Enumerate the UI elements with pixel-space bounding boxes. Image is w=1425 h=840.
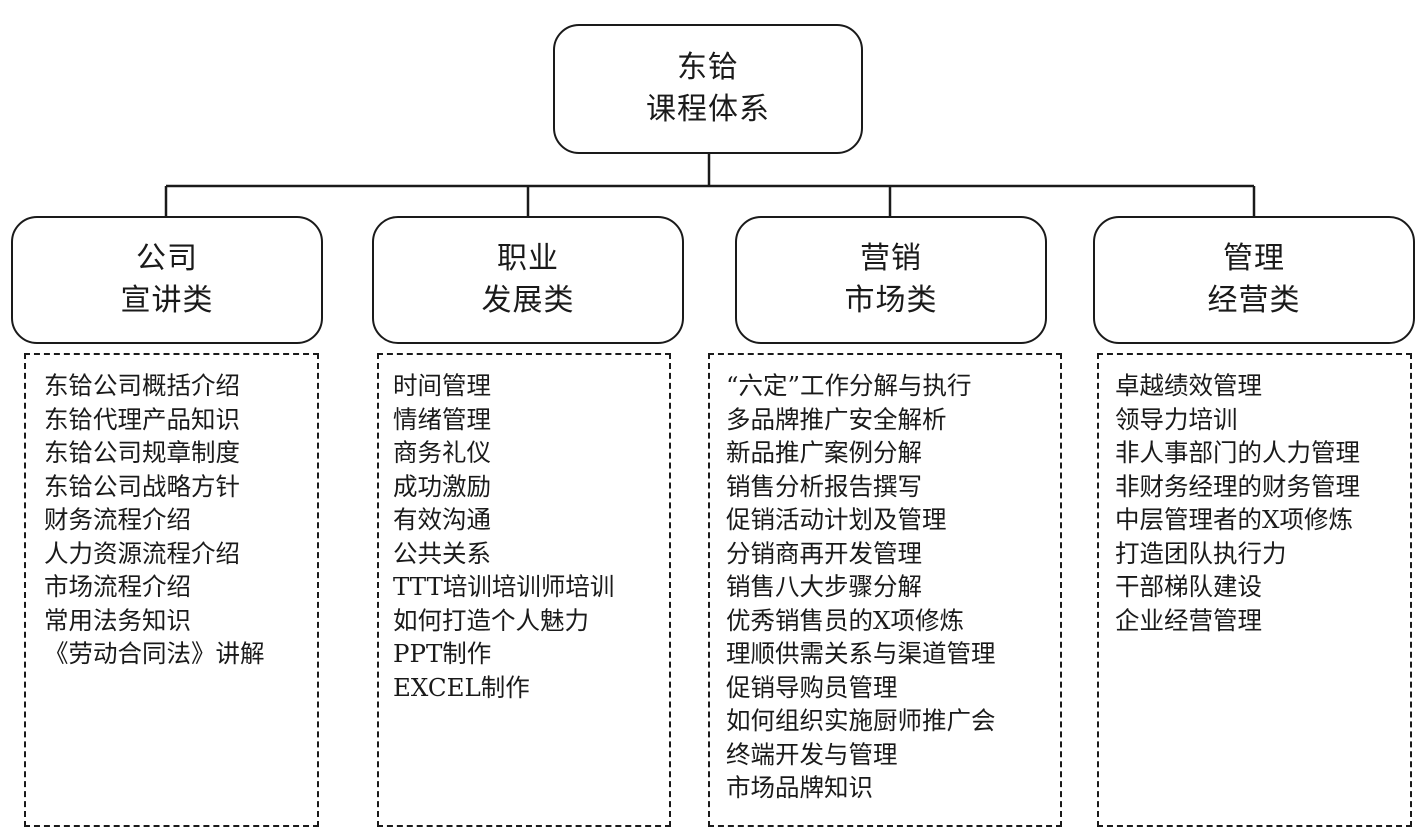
course-list-marketing: “六定”工作分解与执行 多品牌推广安全解析 新品推广案例分解 销售分析报告撰写 … [708,353,1062,827]
course-item: 《劳动合同法》讲解 [44,639,265,668]
course-item: 常用法务知识 [44,605,191,635]
course-list-career: 时间管理 情绪管理 商务礼仪 成功激励 有效沟通 公共关系 TTT培训培训师培训… [377,353,671,827]
course-item: PPT制作 [393,639,492,668]
course-item: 促销活动计划及管理 [726,505,947,534]
course-item: 领导力培训 [1115,404,1238,434]
root-title-line1: 东铪 [677,50,739,85]
root-title-line2: 课程体系 [646,92,770,127]
category-node-career: 职业 发展类 [372,216,684,344]
course-item: 中层管理者的X项修炼 [1115,505,1353,534]
course-item: 人力资源流程介绍 [44,538,240,568]
course-item: 东铪公司规章制度 [44,438,240,467]
root-node: 东铪 课程体系 [553,24,863,154]
category-title-line2: 宣讲类 [120,283,214,318]
category-title-line1: 营销 [860,241,922,276]
course-item: 如何打造个人魅力 [393,605,589,635]
course-item: 分销商再开发管理 [726,538,922,568]
course-list-management: 卓越绩效管理 领导力培训 非人事部门的人力管理 非财务经理的财务管理 中层管理者… [1097,353,1412,827]
course-item: 非财务经理的财务管理 [1115,471,1360,501]
course-item: 财务流程介绍 [44,505,191,534]
course-item: 东铪代理产品知识 [44,404,240,434]
course-item: 成功激励 [393,471,491,501]
course-item: 企业经营管理 [1115,605,1262,635]
category-node-marketing: 营销 市场类 [735,216,1047,344]
category-title-line2: 经营类 [1207,283,1301,318]
category-node-management: 管理 经营类 [1093,216,1415,344]
category-node-company: 公司 宣讲类 [11,216,323,344]
category-title-line2: 市场类 [844,283,938,318]
course-item: 理顺供需关系与渠道管理 [726,639,996,668]
course-item: 时间管理 [393,371,491,400]
course-item: EXCEL制作 [393,672,530,702]
course-item: 优秀销售员的X项修炼 [726,605,964,635]
course-item: 终端开发与管理 [726,739,898,769]
category-title-line1: 管理 [1223,241,1285,276]
course-item: 干部梯队建设 [1115,572,1262,601]
course-item: 打造团队执行力 [1115,538,1287,568]
course-item: 如何组织实施厨师推广会 [726,706,996,735]
course-item: TTT培训培训师培训 [393,572,615,601]
course-item: 非人事部门的人力管理 [1115,438,1360,467]
course-item: 市场流程介绍 [44,572,191,601]
course-item: 公共关系 [393,538,491,568]
course-item: 多品牌推广安全解析 [726,404,947,434]
course-item: “六定”工作分解与执行 [726,371,972,400]
course-list-company: 东铪公司概括介绍 东铪代理产品知识 东铪公司规章制度 东铪公司战略方针 财务流程… [24,353,319,827]
course-item: 有效沟通 [393,505,491,534]
course-item: 东铪公司战略方针 [44,471,240,501]
category-title-line1: 职业 [497,241,559,276]
category-title-line2: 发展类 [481,283,575,318]
course-item: 卓越绩效管理 [1115,371,1262,400]
course-item: 商务礼仪 [393,438,491,467]
course-item: 销售分析报告撰写 [726,471,922,501]
course-item: 销售八大步骤分解 [726,572,922,601]
course-item: 东铪公司概括介绍 [44,371,240,400]
course-item: 促销导购员管理 [726,672,898,702]
course-item: 情绪管理 [393,404,491,434]
category-title-line1: 公司 [136,241,198,276]
course-item: 新品推广案例分解 [726,438,922,467]
course-item: 市场品牌知识 [726,773,873,802]
